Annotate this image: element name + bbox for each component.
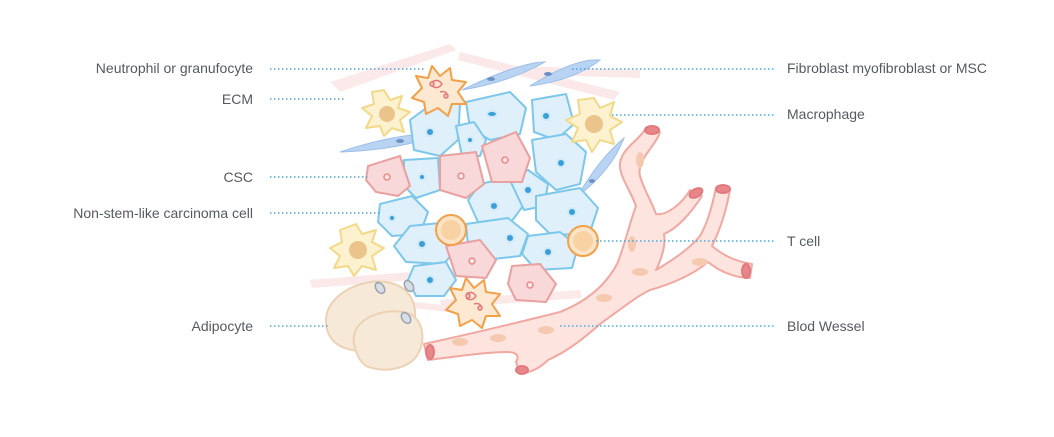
neutrophil-cells (411, 65, 501, 329)
adipocyte-cells (324, 280, 424, 371)
label-csc: CSC (223, 169, 253, 185)
label-macrophage: Macrophage (787, 106, 865, 122)
adipocyte-nuclei (374, 279, 415, 325)
label-t-cell: T cell (787, 233, 821, 249)
label-ecm: ECM (221, 91, 253, 107)
csc-nuclei (383, 156, 534, 289)
macrophage-nuclei (349, 106, 603, 259)
blood-vessel (423, 125, 753, 375)
neutrophil-nuclei (429, 79, 483, 311)
label-blood-vessel: Blod Wessel (787, 318, 865, 334)
carcinoma-nuclei (388, 110, 577, 285)
label-neutrophil: Neutrophil or granufocyte (95, 60, 253, 76)
label-fibroblast: Fibroblast myofibroblast or MSC (787, 60, 987, 76)
label-non-stem: Non-stem-like carcinoma cell (73, 205, 253, 221)
label-adipocyte: Adipocyte (191, 318, 253, 334)
leader-lines (270, 68, 776, 327)
